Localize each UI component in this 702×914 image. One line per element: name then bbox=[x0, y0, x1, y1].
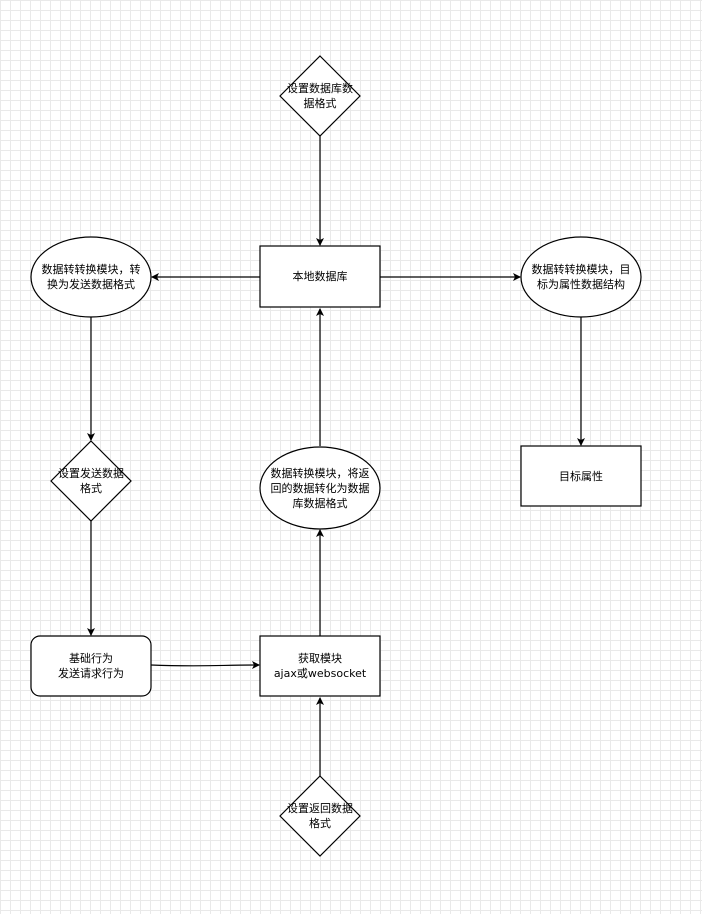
node-set-send-format-shape bbox=[50, 440, 132, 522]
node-set-db-format-shape bbox=[279, 55, 361, 137]
node-fetch-module-shape bbox=[259, 635, 381, 697]
node-target-attr-shape bbox=[520, 445, 642, 507]
node-set-return-format-shape bbox=[279, 775, 361, 857]
node-basic-behavior-shape bbox=[30, 635, 152, 697]
edge-basic-behavior-to-fetch-module bbox=[150, 661, 260, 670]
node-convert-target-shape bbox=[520, 236, 642, 318]
node-local-db-shape bbox=[259, 245, 381, 308]
node-convert-return-shape bbox=[259, 446, 381, 530]
node-convert-send-shape bbox=[30, 236, 152, 318]
